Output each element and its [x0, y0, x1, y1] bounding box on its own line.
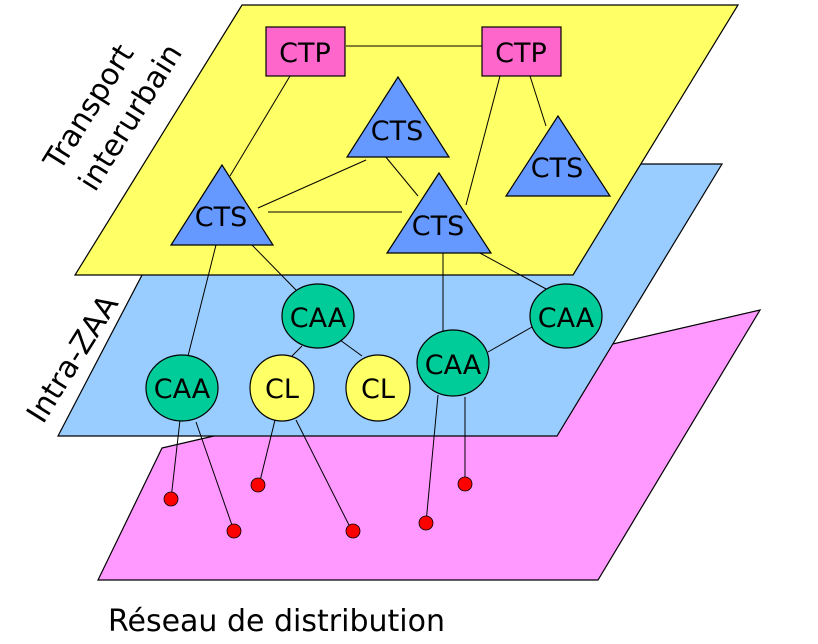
edge-cts-left-caa-top — [251, 244, 297, 291]
caa-circle — [281, 283, 355, 349]
edge-cts-left-caa-left — [187, 244, 217, 357]
endpoint-dot — [250, 477, 266, 493]
edge-ctp2-cts-right — [529, 75, 547, 127]
edge-cl-dot-2 — [295, 419, 353, 532]
caa-node-right: CAA — [529, 283, 603, 349]
cts-label: CTS — [531, 153, 583, 184]
cl-node-1: CL — [249, 354, 315, 422]
edge-cl-dot-1 — [258, 419, 276, 486]
distribution-endpoints — [163, 476, 473, 539]
cl-label: CL — [265, 374, 299, 405]
ctp-box — [481, 26, 562, 77]
cts-node-top: CTS — [345, 75, 451, 158]
cts-label: CTS — [371, 116, 423, 147]
edge-caa-mid-caa-right — [487, 326, 533, 353]
caa-label: CAA — [538, 303, 595, 334]
cts-node-right: CTS — [504, 114, 612, 197]
cts-node-center: CTS — [385, 171, 493, 254]
caa-circle — [416, 329, 490, 397]
edge-ctp1-cts-left — [229, 75, 291, 177]
edge-ctp2-cts-center — [465, 75, 501, 206]
cl-circle — [249, 354, 315, 422]
caa-label: CAA — [290, 303, 347, 334]
endpoint-dot — [226, 523, 242, 539]
ctp-label: CTP — [279, 38, 331, 69]
cts-triangle — [169, 163, 275, 246]
cl-node-2: CL — [345, 354, 411, 422]
cts-triangle — [385, 171, 493, 254]
edge-caa-left-dot-2 — [195, 421, 235, 532]
cl-label: CL — [361, 374, 395, 405]
endpoint-dot — [345, 523, 361, 539]
caa-label: CAA — [425, 350, 482, 381]
edge-caa-top-cl — [291, 345, 303, 357]
caa-node-middle: CAA — [416, 329, 490, 397]
caa-circle — [529, 283, 603, 349]
caa-label: CAA — [154, 374, 211, 405]
caa-node-left: CAA — [145, 354, 219, 422]
edge-ctstop-cts-left — [257, 159, 367, 209]
edges — [170, 45, 549, 532]
edge-caa-top-cl2 — [339, 339, 363, 357]
cts-triangle — [504, 114, 612, 197]
caa-circle — [145, 354, 219, 422]
edge-cts-center-caa-right — [477, 251, 549, 291]
ctp-label: CTP — [495, 38, 547, 69]
edge-ctstop-cts-center — [384, 155, 419, 197]
edge-caa-mid-dot-1 — [425, 394, 439, 524]
endpoint-dot — [163, 491, 179, 507]
endpoint-dot — [418, 515, 434, 531]
ctp-box — [265, 26, 346, 77]
cts-triangle — [345, 75, 451, 158]
endpoint-dot — [457, 476, 473, 492]
cts-label: CTS — [412, 211, 464, 242]
distribution-layer-label: Réseau de distribution — [108, 604, 445, 639]
edge-caa-left-dot-1 — [170, 419, 181, 500]
ctp-node-1: CTP — [265, 26, 346, 77]
cts-node-left: CTS — [169, 163, 275, 246]
caa-node-top: CAA — [281, 283, 355, 349]
ctp-node-2: CTP — [481, 26, 562, 77]
cts-label: CTS — [195, 202, 247, 233]
cl-circle — [345, 354, 411, 422]
